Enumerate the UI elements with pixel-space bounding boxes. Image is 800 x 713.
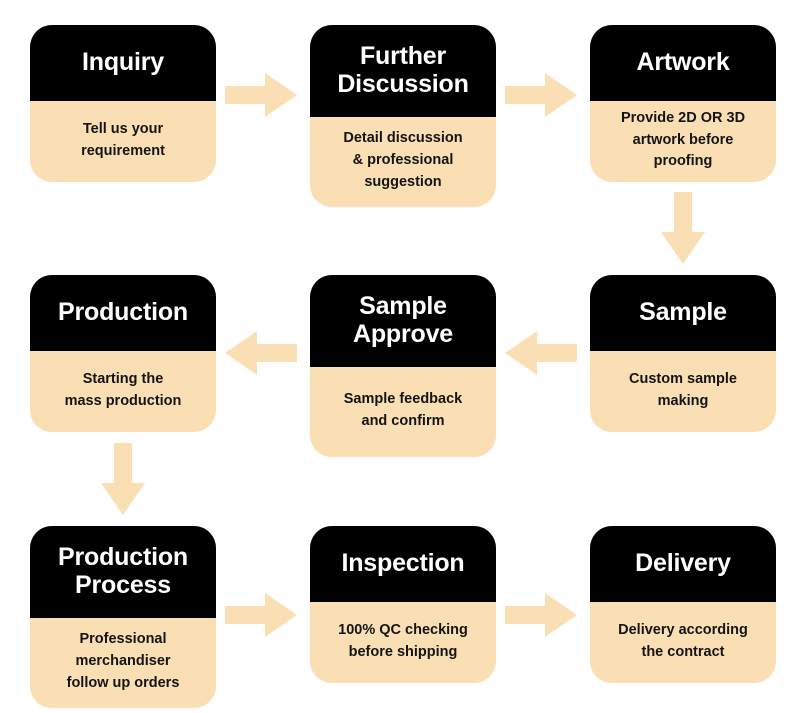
flow-step-sample[interactable]: Sample Custom sample making: [590, 275, 776, 432]
flow-step-further-discussion[interactable]: Further Discussion Detail discussion & p…: [310, 25, 496, 207]
flow-step-description-line: Custom sample: [629, 370, 737, 387]
connector-arrow-right: [225, 592, 297, 638]
flow-step-description-line: artwork before: [632, 131, 734, 148]
flow-step-description: Provide 2D OR 3D artwork before proofing: [590, 101, 776, 182]
flow-step-title: Artwork: [590, 25, 776, 101]
flow-step-title: Production Process: [30, 526, 216, 618]
connector-arrow-left: [225, 330, 297, 376]
connector-arrow-left: [505, 330, 577, 376]
connector-arrow-right: [505, 592, 577, 638]
flow-step-title-line: Discussion: [337, 70, 469, 98]
flow-step-description-line: before shipping: [348, 643, 458, 660]
flow-step-description-line: & professional: [352, 152, 454, 169]
flow-step-delivery[interactable]: Delivery Delivery according the contract: [590, 526, 776, 683]
connector-arrow-right: [225, 72, 297, 118]
flow-step-title-line: Artwork: [636, 48, 730, 76]
flow-step-description-line: Sample feedback: [343, 391, 463, 408]
flow-step-title-line: Further: [359, 42, 447, 70]
flow-step-title-line: Delivery: [635, 549, 731, 577]
flow-step-description-line: proofing: [653, 153, 713, 170]
flow-step-description-line: Professional: [79, 631, 167, 648]
flow-step-production-process[interactable]: Production Process Professional merchand…: [30, 526, 216, 708]
flow-step-description: Delivery according the contract: [590, 602, 776, 683]
flow-step-title: Production: [30, 275, 216, 351]
flow-step-title-line: Production: [58, 298, 188, 326]
flow-step-artwork[interactable]: Artwork Provide 2D OR 3D artwork before …: [590, 25, 776, 182]
flow-step-description-line: mass production: [64, 392, 182, 409]
flow-step-description: Custom sample making: [590, 351, 776, 432]
flow-step-description-line: Detail discussion: [343, 130, 463, 147]
flow-step-title: Delivery: [590, 526, 776, 602]
flow-step-title-line: Inquiry: [82, 48, 164, 76]
flow-step-title: Inspection: [310, 526, 496, 602]
flow-step-description-line: Delivery according: [618, 621, 748, 638]
connector-arrow-right: [505, 72, 577, 118]
flow-step-title-line: Production: [58, 543, 188, 571]
flow-step-title-line: Sample: [359, 292, 447, 320]
connector-arrow-down: [100, 443, 146, 515]
flow-step-inspection[interactable]: Inspection 100% QC checking before shipp…: [310, 526, 496, 683]
flow-step-description-line: making: [657, 392, 709, 409]
flow-step-description: Tell us your requirement: [30, 101, 216, 182]
connector-arrow-down: [660, 192, 706, 264]
flow-step-description-line: Provide 2D OR 3D: [620, 109, 746, 126]
flow-step-description-line: Tell us your: [82, 120, 164, 137]
flow-step-description: Detail discussion & professional suggest…: [310, 117, 496, 207]
flow-step-description-line: follow up orders: [66, 674, 180, 691]
flow-step-description-line: and confirm: [361, 413, 445, 429]
flow-step-description-line: merchandiser: [75, 653, 171, 670]
flow-step-description: 100% QC checking before shipping: [310, 602, 496, 683]
flow-step-description: Professional merchandiser follow up orde…: [30, 618, 216, 708]
flow-step-description-line: 100% QC checking: [338, 621, 468, 638]
flow-step-title-line: Approve: [352, 320, 453, 348]
flow-step-description-line: Starting the: [82, 370, 164, 387]
flow-step-description: Sample feedback and confirm: [310, 367, 496, 457]
flow-step-title-line: Process: [75, 571, 171, 599]
flow-step-description-line: the contract: [641, 643, 725, 660]
flow-step-title-line: Inspection: [341, 549, 465, 577]
flow-step-title: Sample: [590, 275, 776, 351]
flow-step-title-line: Sample: [639, 298, 727, 326]
flow-step-title: Inquiry: [30, 25, 216, 101]
flow-step-inquiry[interactable]: Inquiry Tell us your requirement: [30, 25, 216, 182]
flow-step-production[interactable]: Production Starting the mass production: [30, 275, 216, 432]
flow-step-sample-approve[interactable]: Sample Approve Sample feedback and confi…: [310, 275, 496, 457]
flow-step-description-line: requirement: [81, 142, 165, 159]
flow-step-description-line: suggestion: [364, 173, 442, 190]
flow-step-title: Sample Approve: [310, 275, 496, 367]
flow-step-title: Further Discussion: [310, 25, 496, 117]
flow-step-description: Starting the mass production: [30, 351, 216, 432]
